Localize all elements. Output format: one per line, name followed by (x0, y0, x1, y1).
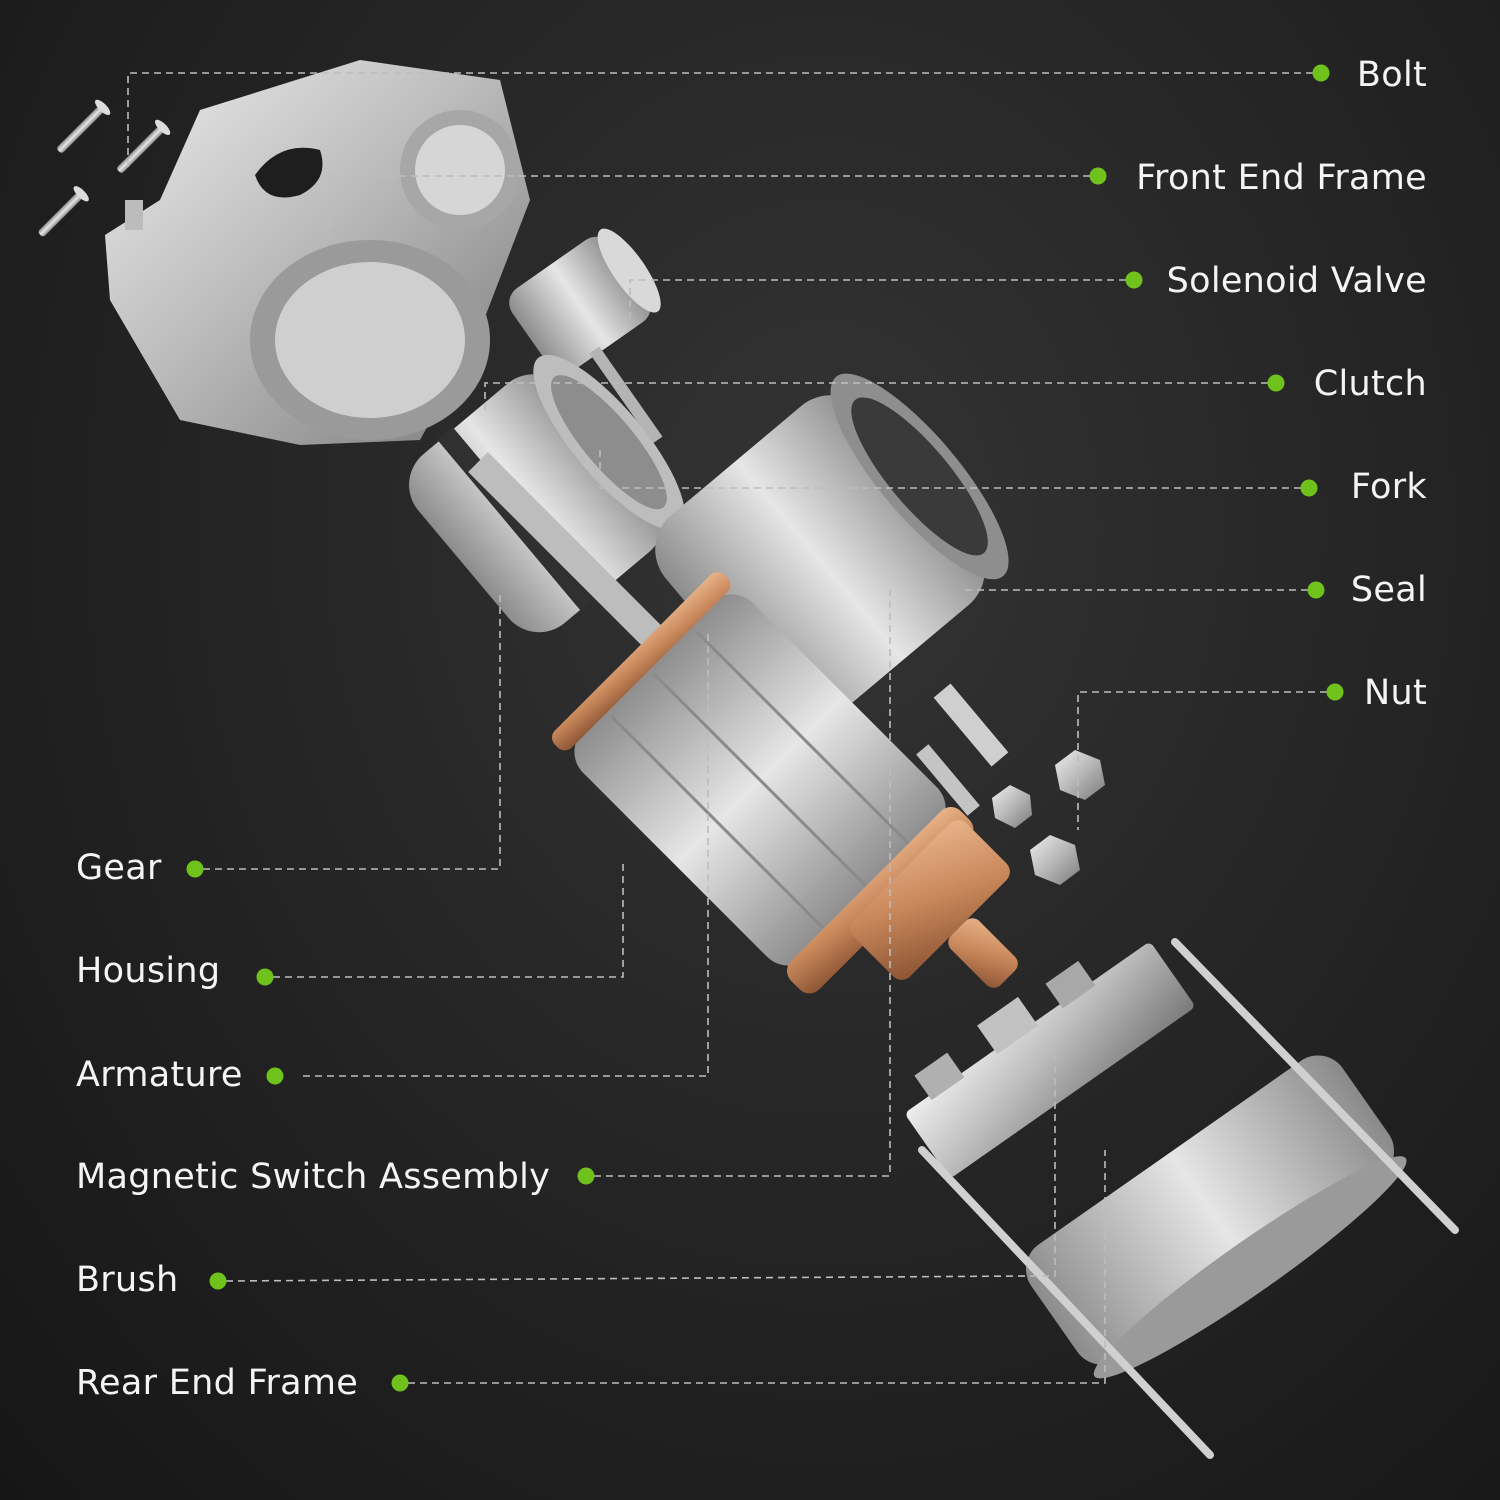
bolts-icon (38, 99, 171, 237)
leader-line-housing (273, 862, 624, 978)
label-front-end-frame: Front End Frame (1136, 158, 1427, 198)
label-housing: Housing (76, 951, 221, 991)
front-end-frame-part (105, 60, 530, 445)
leader-line-nut (1077, 691, 1327, 830)
callout-dot-clutch (1267, 374, 1285, 392)
leader-line-clutch (484, 382, 1268, 410)
solenoid-plunger-part (509, 228, 661, 374)
leader-line-gear (203, 590, 501, 870)
label-seal: Seal (1350, 570, 1427, 610)
nuts-part (992, 750, 1105, 885)
callout-dot-seal (1307, 581, 1325, 599)
label-armature: Armature (76, 1055, 243, 1095)
label-brush: Brush (76, 1260, 179, 1300)
label-fork: Fork (1350, 467, 1427, 507)
label-bolt: Bolt (1356, 55, 1427, 95)
leader-line-armature (303, 630, 709, 1077)
leader-line-magnetic-switch (594, 590, 891, 1177)
brush-holder-part (906, 943, 1194, 1177)
callout-dot-bolt (1312, 64, 1330, 82)
label-rear-end-frame: Rear End Frame (76, 1363, 359, 1403)
leader-line-bolt (127, 72, 1313, 168)
callout-dot-housing (256, 968, 274, 986)
rear-end-frame-part (1025, 1055, 1407, 1379)
callout-dot-nut (1326, 683, 1344, 701)
label-magnetic-switch-assembly: Magnetic Switch Assembly (76, 1157, 551, 1197)
leader-line-solenoid-valve (629, 279, 1126, 320)
callout-dot-rear-end-frame (391, 1374, 409, 1392)
callout-dot-fork (1300, 479, 1318, 497)
callout-dot-brush (209, 1272, 227, 1290)
leader-line-front-end-frame (329, 175, 1090, 240)
callout-dot-magnetic-switch-assembly (577, 1167, 595, 1185)
label-gear: Gear (76, 848, 162, 888)
callout-dot-front-end-frame (1089, 167, 1107, 185)
callout-dot-gear (186, 860, 204, 878)
callout-dot-armature (266, 1067, 284, 1085)
callout-dot-solenoid-valve (1125, 271, 1143, 289)
leader-line-brush (225, 1050, 1056, 1282)
leader-line-rear-end-frame (408, 1150, 1106, 1384)
leader-line-fork (599, 450, 1301, 489)
label-nut: Nut (1364, 673, 1427, 713)
label-solenoid-valve: Solenoid Valve (1166, 261, 1427, 301)
label-clutch: Clutch (1313, 364, 1427, 404)
